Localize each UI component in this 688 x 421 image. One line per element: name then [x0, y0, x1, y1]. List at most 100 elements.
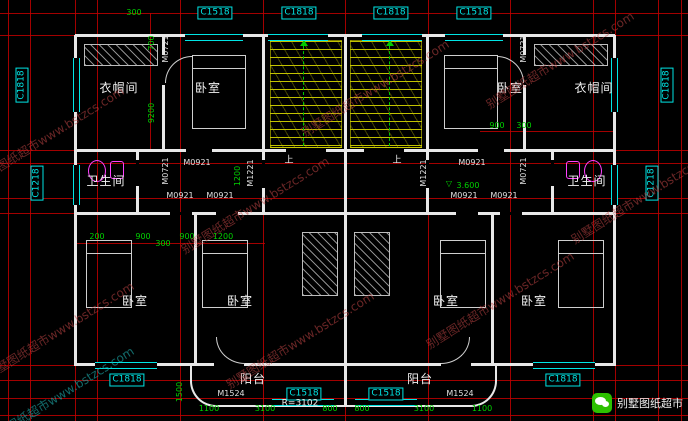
misc-label: 上 — [392, 155, 402, 166]
stair-direction-arrow — [389, 46, 390, 146]
door-label: M1524 — [446, 389, 474, 398]
dim-line-h — [480, 131, 616, 132]
window — [95, 362, 157, 369]
grid-line-v — [593, 0, 594, 421]
room-label: 阳台 — [406, 372, 434, 386]
balcony-divider-wall — [344, 365, 347, 405]
door-opening — [286, 149, 326, 152]
dim-label: 3100 — [254, 404, 276, 413]
grid-line-v — [681, 0, 682, 421]
win-label: C1518 — [286, 387, 322, 401]
dim-label: 3.600 — [456, 181, 480, 190]
door-label: M1221 — [246, 159, 255, 187]
dim-label: 1200 — [212, 232, 234, 241]
wall-interior-h213 — [75, 212, 615, 215]
door-label: M0921 — [206, 191, 234, 200]
dim-label: 700 — [147, 35, 156, 51]
window — [268, 34, 328, 41]
win-label: C1518 — [456, 6, 492, 20]
door-opening — [186, 149, 212, 152]
bed-pillow-line — [445, 56, 497, 69]
door-opening — [216, 212, 238, 215]
wechat-icon — [592, 393, 612, 413]
grid-line-v — [30, 0, 31, 421]
door-opening — [136, 160, 139, 186]
room-label: 衣帽间 — [99, 81, 139, 95]
room-label: 卧室 — [121, 294, 149, 308]
win-label: C1218 — [645, 165, 659, 201]
door-label: M0721 — [519, 157, 528, 185]
sink-fixture — [566, 161, 580, 179]
wechat-bubble-small-icon — [602, 401, 609, 407]
bed-pillow-line — [87, 241, 131, 254]
grid-line-v — [510, 0, 511, 421]
win-label: C1518 — [197, 6, 233, 20]
bed — [440, 240, 486, 308]
room-label: 卧室 — [226, 294, 254, 308]
dim-label: 1500 — [175, 381, 184, 403]
stair-arrowhead — [386, 40, 394, 46]
window — [445, 34, 503, 41]
bed-pillow-line — [559, 241, 603, 254]
bed-pillow-line — [441, 241, 485, 254]
window — [73, 58, 80, 112]
bed — [202, 240, 248, 308]
door-label: M0921 — [458, 158, 486, 167]
wall-bedroom-divider — [194, 214, 197, 365]
dim-label: 300 — [155, 239, 171, 248]
door-opening — [426, 160, 429, 188]
bed-pillow-line — [203, 241, 247, 254]
door-opening — [162, 55, 165, 85]
room-label: 卫生间 — [567, 174, 607, 188]
grid-line-h — [0, 13, 688, 14]
dim-line-v — [150, 13, 151, 150]
stair-direction-arrow — [303, 46, 304, 146]
dim-label: 9200 — [147, 102, 156, 124]
room-label: 卧室 — [432, 294, 460, 308]
stair-flight — [270, 40, 342, 148]
dim-line-h — [75, 243, 265, 244]
door-opening — [500, 212, 522, 215]
door-label: M0721 — [161, 35, 170, 63]
window — [611, 165, 618, 205]
grid-line-h — [0, 415, 688, 416]
dim-label: 200 — [89, 232, 105, 241]
wall-bedroom-divider — [491, 214, 494, 365]
dim-label: 1100 — [198, 404, 220, 413]
wall-interior — [426, 35, 429, 213]
dim-label: 1100 — [471, 404, 493, 413]
closet-hatch — [354, 232, 390, 296]
door-label: M0721 — [161, 157, 170, 185]
door-label: M0921 — [166, 191, 194, 200]
closet-hatch — [534, 44, 608, 66]
bed — [192, 55, 246, 129]
wechat-badge: 别墅图纸超市 — [592, 393, 683, 413]
sink-fixture — [110, 161, 124, 179]
closet-hatch — [84, 44, 158, 66]
grid-line-v — [8, 0, 9, 421]
toilet-fixture — [584, 160, 602, 182]
win-label: C1218 — [30, 165, 44, 201]
wechat-account-name: 别墅图纸超市 — [617, 397, 683, 410]
window — [533, 362, 595, 369]
dim-label: 300 — [516, 121, 532, 130]
grid-line-v — [658, 0, 659, 421]
door-label: M0921 — [183, 158, 211, 167]
win-label: C1818 — [373, 6, 409, 20]
window — [611, 58, 618, 112]
win-label: C1818 — [281, 6, 317, 20]
room-label: 卧室 — [496, 81, 524, 95]
wall-interior — [162, 35, 165, 150]
win-label: C1818 — [15, 67, 29, 103]
room-label: 阳台 — [239, 372, 267, 386]
bed-pillow-line — [193, 56, 245, 69]
wechat-bubble-icon — [595, 397, 606, 405]
grid-line-v — [180, 0, 181, 421]
door-label: M0721 — [519, 35, 528, 63]
balcony-outline — [190, 365, 497, 407]
room-label: 卫生间 — [86, 174, 126, 188]
room-label: 衣帽间 — [574, 81, 614, 95]
misc-label: 上 — [284, 155, 294, 166]
